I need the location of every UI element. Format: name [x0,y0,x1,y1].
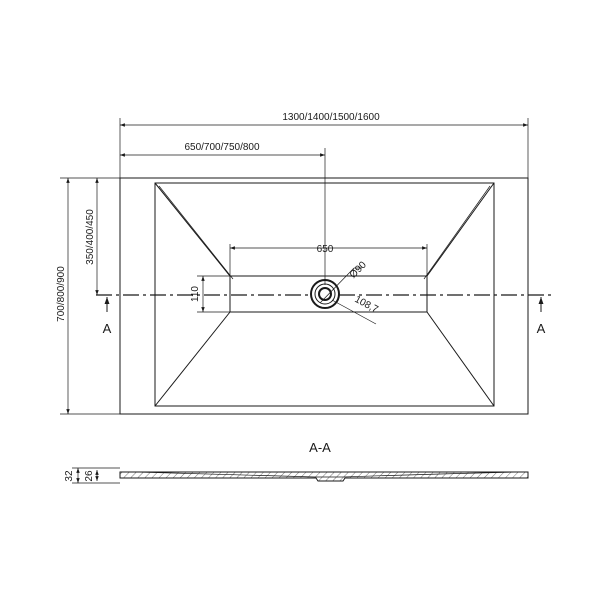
overall-width-label: 700/800/900 [56,266,67,322]
slope-line-top-right [426,182,495,277]
slope-line-top-left-inner [158,185,234,280]
dimension-channel-length: 650 [229,244,428,276]
slope-line-top-left [154,182,231,277]
drain-offset-width-label: 350/400/450 [85,209,96,265]
drain-diameter-label: Ø90 [348,259,369,280]
dimension-overall-length: 1300/1400/1500/1600 [119,112,529,178]
section-title: A-A [309,440,331,455]
drain-core [318,287,332,301]
drain-channel [229,275,428,313]
drain-diameter-leader [319,267,355,304]
tray-outer-edge [119,177,529,415]
slope-line-bottom-right [426,311,495,407]
inner-height-label: 26 [84,470,95,482]
drain-offset-length-label: 650/700/750/800 [184,142,260,153]
overall-length-label: 1300/1400/1500/1600 [282,112,380,123]
slope-line-bottom-left [154,311,231,407]
total-height-label: 32 [64,470,75,482]
dimension-drain-offset-length: 650/700/750/800 [120,142,326,285]
dimension-channel-width: 110 [190,275,230,313]
dimension-overall-width: 700/800/900 [56,177,120,415]
drain-outer-leader [331,299,377,325]
slope-line-top-right-inner [423,185,491,280]
dimension-drain-offset-width: 350/400/450 [85,178,99,295]
drain: Ø90 108,7 [310,259,380,325]
section-marker-right: A [537,321,546,336]
channel-width-label: 110 [190,286,201,302]
channel-length-label: 650 [317,244,334,255]
section-view: 32 26 [64,467,529,484]
section-marker-left: A [103,321,112,336]
tray-plan [119,177,529,415]
section-slope-surface [134,471,521,478]
